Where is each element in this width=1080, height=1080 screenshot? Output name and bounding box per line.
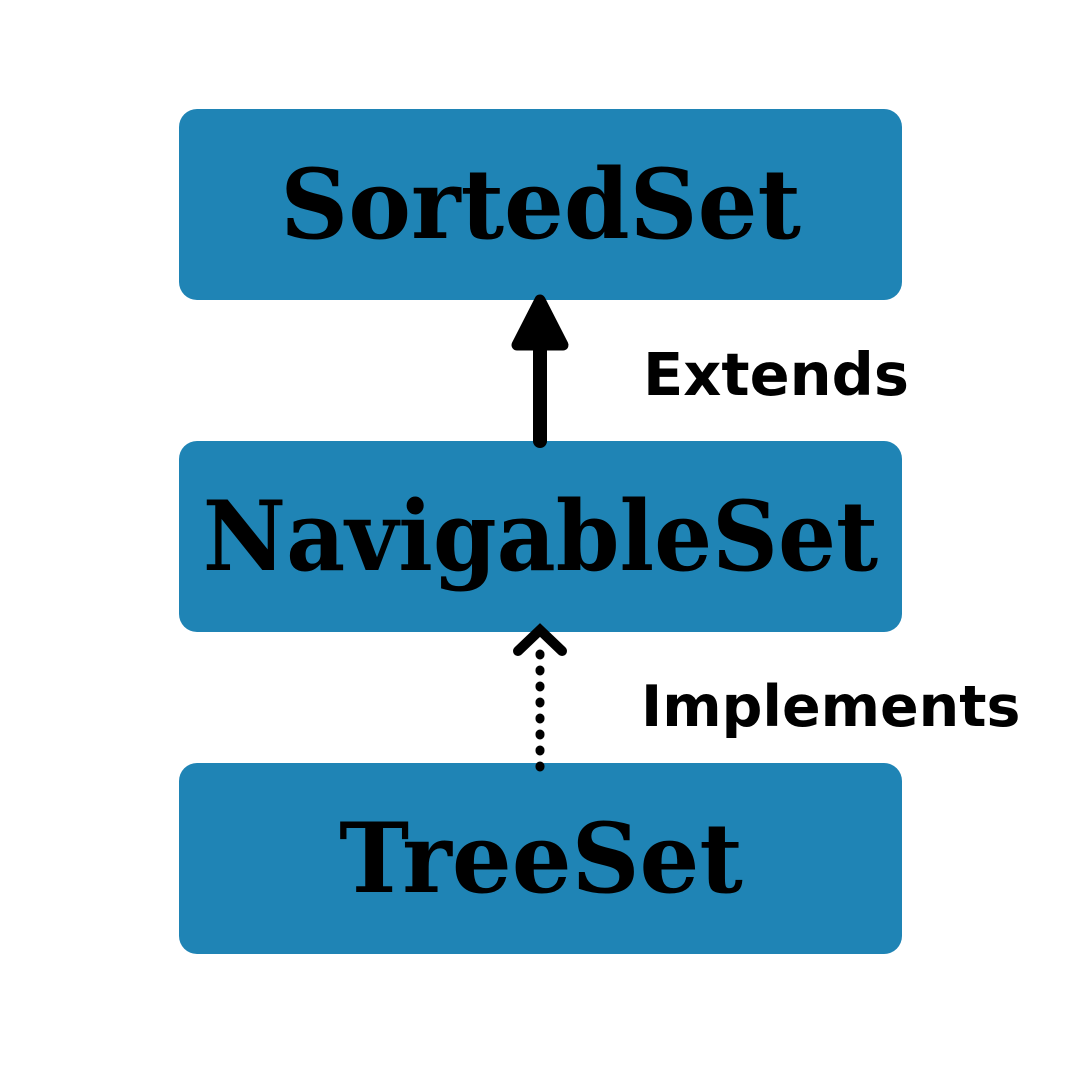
- class-box-sortedset[interactable]: SortedSet: [179, 109, 902, 300]
- implements-connector[interactable]: [513, 623, 567, 772]
- class-box-sortedset-label: SortedSet: [280, 147, 801, 261]
- class-box-treeset-label: TreeSet: [338, 801, 743, 915]
- extends-arrowhead-icon: [511, 294, 569, 351]
- implements-arrowhead-icon: [513, 623, 567, 656]
- extends-connector[interactable]: [511, 294, 569, 448]
- class-box-navigableset-label: NavigableSet: [202, 479, 879, 593]
- class-box-treeset[interactable]: TreeSet: [179, 763, 902, 954]
- edge-label-extends: Extends: [643, 340, 909, 409]
- edge-label-implements: Implements: [641, 674, 1021, 740]
- class-box-navigableset[interactable]: NavigableSet: [179, 441, 902, 632]
